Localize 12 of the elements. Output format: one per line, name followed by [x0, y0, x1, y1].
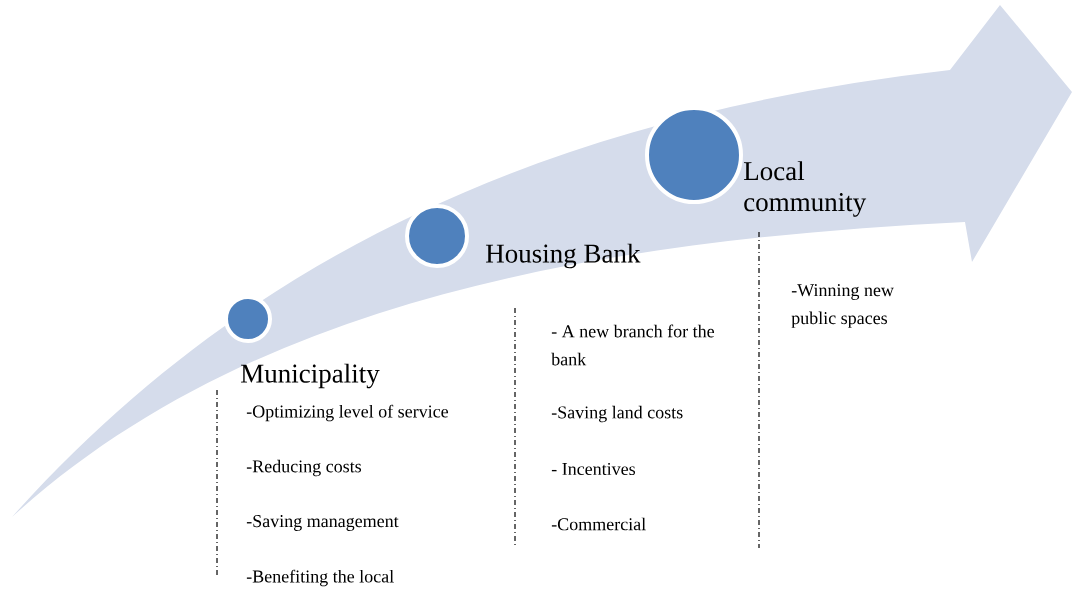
heading: Municipality: [241, 363, 380, 389]
bullet-text: -Saving land costs: [551, 405, 683, 423]
bullet-text: -Optimizing level of service: [246, 404, 449, 422]
bullet-text: -Reducing costs: [246, 459, 362, 477]
heading: Housing Bank: [486, 243, 641, 269]
bullet-text: - Incentives: [551, 462, 636, 476]
bullet-text: -Benefiting the local: [246, 569, 394, 587]
bullet-text: -Commercial: [551, 517, 646, 531]
bullet-text: -Saving management: [246, 515, 399, 531]
bullet-text: - A new branch for the bank: [551, 324, 714, 366]
heading: Local community: [744, 161, 867, 217]
bullet-text: -Winning new public spaces: [791, 284, 894, 328]
